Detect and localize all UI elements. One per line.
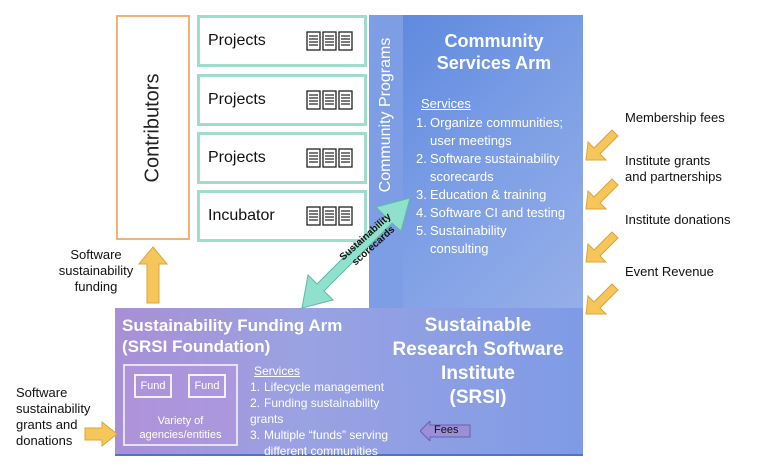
right-arrow-icon [84, 421, 118, 447]
title-line: Community [444, 31, 544, 51]
funding-services-heading: Services [254, 364, 301, 378]
documents-icon [306, 148, 353, 168]
community-services-list: 1.Organize communities;user meetings 2.S… [416, 114, 586, 258]
list-item: 2.Funding sustainability grants [250, 396, 380, 426]
fund-box: Fund [188, 374, 226, 398]
membership-fees-label: Membership fees [625, 110, 725, 125]
community-services-panel [369, 15, 583, 313]
services-heading: Services [421, 96, 471, 111]
contributors-label: Contributors [141, 73, 164, 182]
inflow-arrow-icon [585, 283, 619, 315]
title-line: Research Software [392, 339, 564, 360]
title-line: (SRSI) [449, 387, 507, 408]
software-funding-label: Software sustainability funding [58, 247, 134, 294]
community-programs-bar [369, 15, 403, 308]
fund-box: Fund [134, 374, 172, 398]
funding-services-list: 1.Lifecycle management 2.Funding sustain… [250, 379, 410, 459]
funds-container: Fund Fund Variety of agencies/entities [123, 364, 238, 446]
event-revenue-label: Event Revenue [625, 264, 714, 279]
title-line: Sustainability Funding Arm [122, 316, 343, 335]
project-label: Projects [208, 91, 266, 108]
list-item: 3.Education & training [416, 187, 547, 202]
list-item: 1.Lifecycle management [250, 380, 385, 394]
institute-donations-label: Institute donations [625, 212, 731, 227]
funding-arm-title: Sustainability Funding Arm (SRSI Foundat… [122, 315, 342, 357]
documents-icon [306, 90, 353, 110]
community-programs: Community Programs [369, 15, 403, 215]
inflow-arrow-icon [585, 129, 619, 161]
incubator-label: Incubator [208, 207, 275, 224]
project-box-1: Projects [197, 15, 367, 67]
project-box-2: Projects [197, 74, 367, 126]
up-arrow-icon [138, 246, 168, 304]
fees-label: Fees [434, 424, 459, 436]
inflow-arrow-icon [585, 178, 619, 210]
srsi-title: Sustainable Research Software Institute … [372, 314, 584, 410]
list-item: 4.Software CI and testing [416, 205, 566, 220]
community-services-title: Community Services Arm [405, 30, 583, 74]
scorecards-double-arrow-icon [301, 197, 411, 309]
documents-icon [306, 31, 353, 51]
title-line: Institute [441, 363, 515, 384]
title-line: Sustainable [424, 315, 532, 336]
grants-donations-label: Software sustainability grants and donat… [16, 385, 91, 448]
documents-icon [306, 206, 353, 226]
inflow-arrow-icon [585, 231, 619, 263]
incubator-box: Incubator [197, 190, 367, 242]
project-label: Projects [208, 149, 266, 166]
institute-grants-label: Institute grants and partnerships [625, 153, 722, 184]
project-box-3: Projects [197, 132, 367, 184]
contributors-box: Contributors [116, 15, 190, 240]
community-programs-label: Community Programs [377, 37, 394, 193]
title-line: Services Arm [436, 53, 552, 73]
title-line: (SRSI Foundation) [122, 337, 271, 356]
list-item: 1.Organize communities;user meetings [416, 115, 563, 148]
funds-caption: Variety of agencies/entities [139, 415, 222, 441]
fees-arrow-icon [420, 421, 471, 441]
project-label: Projects [208, 32, 266, 49]
